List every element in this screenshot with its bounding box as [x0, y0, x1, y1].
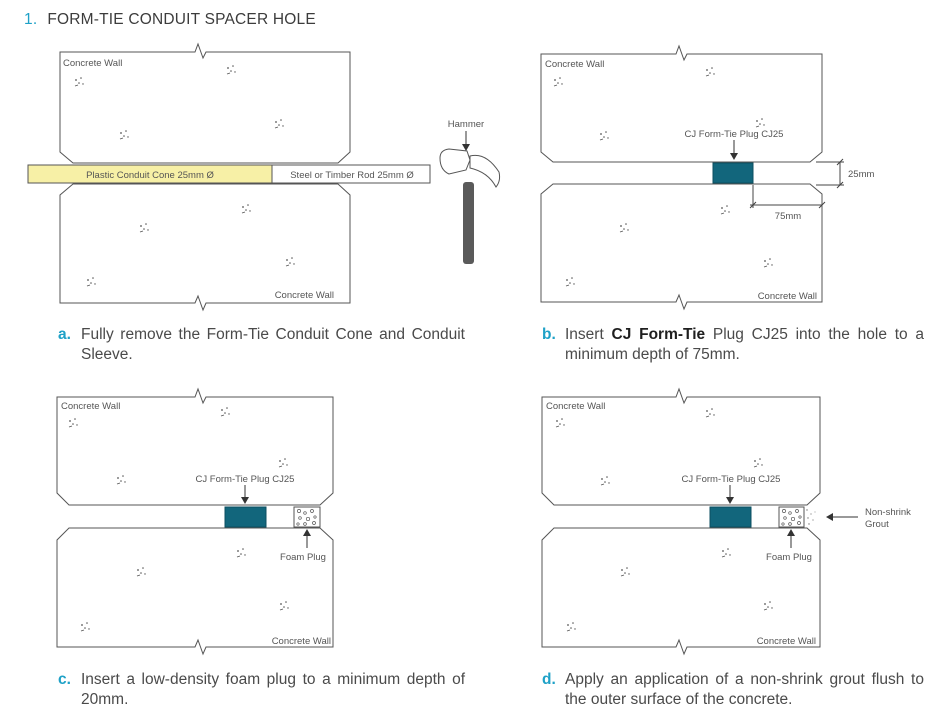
concrete-wall-top	[59, 42, 351, 164]
caption-b: b. Insert CJ Form-Tie Plug CJ25 into the…	[542, 325, 924, 365]
concrete-wall-top	[541, 387, 821, 506]
panel-d-grout-label-1: Non-shrink	[865, 507, 911, 518]
steel-timber-rod	[271, 164, 431, 184]
caption-text: Insert a low-density foam plug to a mini…	[81, 671, 465, 708]
panel-a-wall-top-label: Concrete Wall	[63, 58, 122, 69]
panel-b-wall-bottom-label: Concrete Wall	[758, 291, 817, 302]
panel-c-wall-bottom-label: Concrete Wall	[272, 636, 331, 647]
caption-letter: d.	[542, 671, 556, 688]
concrete-wall-bottom	[540, 183, 823, 311]
brand-name: CJ Form-Tie	[611, 326, 706, 343]
caption-a: a. Fully remove the Form-Tie Conduit Con…	[58, 325, 465, 365]
panel-c	[56, 387, 334, 656]
caption-letter: a.	[58, 326, 71, 343]
concrete-wall-bottom	[59, 183, 351, 312]
panel-a-wall-bottom-label: Concrete Wall	[275, 290, 334, 301]
up-arrow-icon	[787, 529, 795, 548]
caption-text-pre: Insert	[565, 326, 612, 343]
panel-d-foam-label: Foam Plug	[766, 552, 812, 563]
panel-c-plug-label: CJ Form-Tie Plug CJ25	[196, 474, 295, 485]
caption-text: Insert CJ Form-Tie Plug CJ25 into the ho…	[542, 325, 924, 365]
section-heading: 1. FORM-TIE CONDUIT SPACER HOLE	[24, 11, 316, 29]
panel-b-wall-top-label: Concrete Wall	[545, 59, 604, 70]
grout-fill	[806, 509, 816, 525]
dimension-lines	[749, 158, 844, 209]
left-arrow-icon	[826, 513, 858, 521]
panel-b-plug-label: CJ Form-Tie Plug CJ25	[685, 129, 784, 140]
panel-c-wall-top-label: Concrete Wall	[61, 401, 120, 412]
concrete-wall-bottom	[541, 527, 821, 656]
concrete-wall-top	[56, 387, 334, 506]
section-number: 1.	[24, 11, 38, 28]
panel-b-dim-depth: 75mm	[775, 211, 801, 222]
cj-plug	[224, 506, 267, 528]
concrete-wall-bottom	[56, 527, 334, 656]
foam-plug-texture	[296, 509, 317, 526]
concrete-wall-top	[540, 44, 823, 163]
panel-c-foam-label: Foam Plug	[280, 552, 326, 563]
down-arrow-icon	[462, 131, 470, 151]
panel-b	[540, 44, 844, 311]
panel-d	[541, 387, 821, 656]
up-arrow-icon	[303, 529, 311, 548]
caption-text-post: Plug CJ25 into the hole to a minimum dep…	[565, 326, 924, 363]
foam-plug-texture	[781, 509, 802, 526]
panel-b-dim-height: 25mm	[848, 169, 874, 180]
panel-d-wall-bottom-label: Concrete Wall	[757, 636, 816, 647]
down-arrow-icon	[730, 140, 738, 160]
down-arrow-icon	[241, 485, 249, 504]
panel-a-hammer-label: Hammer	[448, 119, 484, 130]
caption-text: Fully remove the Form-Tie Conduit Cone a…	[81, 326, 465, 363]
cj-plug	[712, 162, 754, 184]
panel-a	[27, 42, 431, 312]
caption-text: Apply an application of a non-shrink gro…	[565, 671, 924, 708]
section-title: FORM-TIE CONDUIT SPACER HOLE	[47, 11, 316, 28]
panel-d-wall-top-label: Concrete Wall	[546, 401, 605, 412]
cj-plug	[709, 506, 752, 528]
caption-letter: c.	[58, 671, 71, 688]
panel-d-plug-label: CJ Form-Tie Plug CJ25	[682, 474, 781, 485]
caption-c: c. Insert a low-density foam plug to a m…	[58, 670, 465, 710]
panel-d-grout-label-2: Grout	[865, 519, 889, 530]
caption-letter: b.	[542, 326, 556, 343]
panel-a-rod-label: Steel or Timber Rod 25mm Ø	[290, 170, 414, 181]
hammer-icon	[439, 148, 501, 264]
caption-d: d. Apply an application of a non-shrink …	[542, 670, 924, 710]
down-arrow-icon	[726, 485, 734, 504]
panel-a-cone-label: Plastic Conduit Cone 25mm Ø	[86, 170, 214, 181]
